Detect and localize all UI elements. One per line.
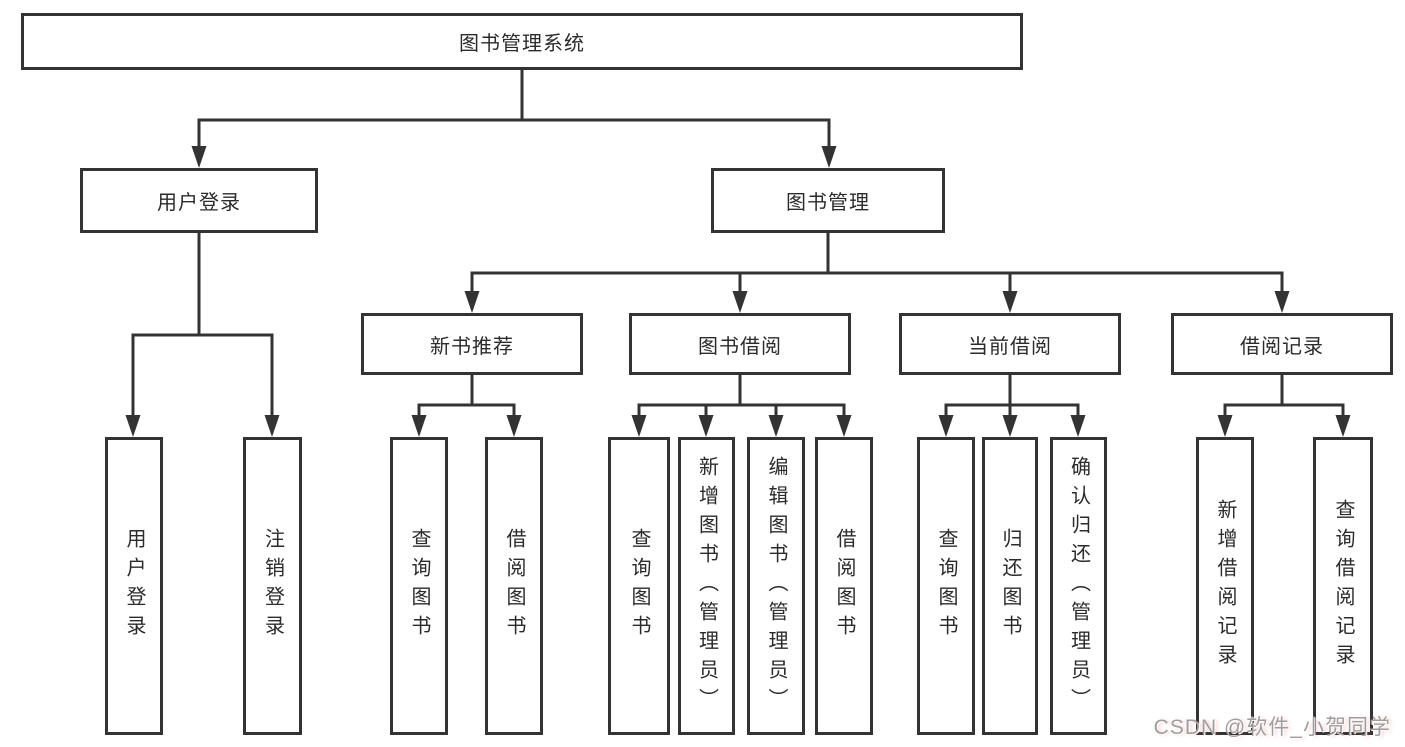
node-leaf-edit-book-admin: 编辑图书（管理员） [747,437,805,735]
node-label: 图书管理系统 [459,33,585,55]
node-new-book-recommend: 新书推荐 [361,313,583,375]
node-label: 查询借阅记录 [1332,499,1354,673]
node-leaf-add-borrow-record: 新增借阅记录 [1196,437,1254,735]
csdn-watermark: CSDN @软件_小贺同学 [1153,716,1391,739]
node-label: 借阅图书 [503,528,525,644]
node-label: 用户登录 [123,528,145,644]
node-leaf-add-book-admin: 新增图书（管理员） [678,437,735,735]
node-label: 新书推荐 [430,335,514,358]
node-leaf-query-book-3: 查询图书 [917,437,975,735]
node-leaf-return-book: 归还图书 [982,437,1038,735]
node-label: 归还图书 [999,528,1021,644]
node-label: 查询图书 [408,528,430,644]
node-label: 新增借阅记录 [1214,499,1236,673]
node-borrow-records: 借阅记录 [1171,313,1393,375]
node-user-login: 用户登录 [80,168,318,233]
node-label: 借阅图书 [833,528,855,644]
node-label: 编辑图书（管理员） [765,455,787,717]
node-label: 新增图书（管理员） [695,455,718,717]
node-leaf-logout: 注销登录 [243,437,302,735]
node-leaf-user-login: 用户登录 [105,437,163,735]
node-label: 查询图书 [935,528,957,644]
node-system-root: 图书管理系统 [21,13,1023,70]
node-current-borrow: 当前借阅 [899,313,1121,375]
node-leaf-borrow-book-1: 借阅图书 [485,437,543,735]
node-label: 查询图书 [628,528,650,644]
node-label: 借阅记录 [1240,335,1324,358]
node-book-borrow: 图书借阅 [629,313,851,375]
node-label: 图书借阅 [698,335,782,358]
node-book-management: 图书管理 [711,168,945,233]
node-leaf-confirm-return-admin: 确认归还（管理员） [1050,437,1107,735]
node-leaf-query-book-1: 查询图书 [390,437,448,735]
node-leaf-query-borrow-record: 查询借阅记录 [1313,437,1373,735]
node-label: 用户登录 [157,192,241,214]
node-label: 当前借阅 [968,335,1052,358]
node-label: 确认归还（管理员） [1067,455,1090,717]
node-leaf-query-book-2: 查询图书 [608,437,670,735]
node-label: 图书管理 [786,192,870,214]
node-label: 注销登录 [261,528,284,644]
node-leaf-borrow-book-2: 借阅图书 [815,437,873,735]
